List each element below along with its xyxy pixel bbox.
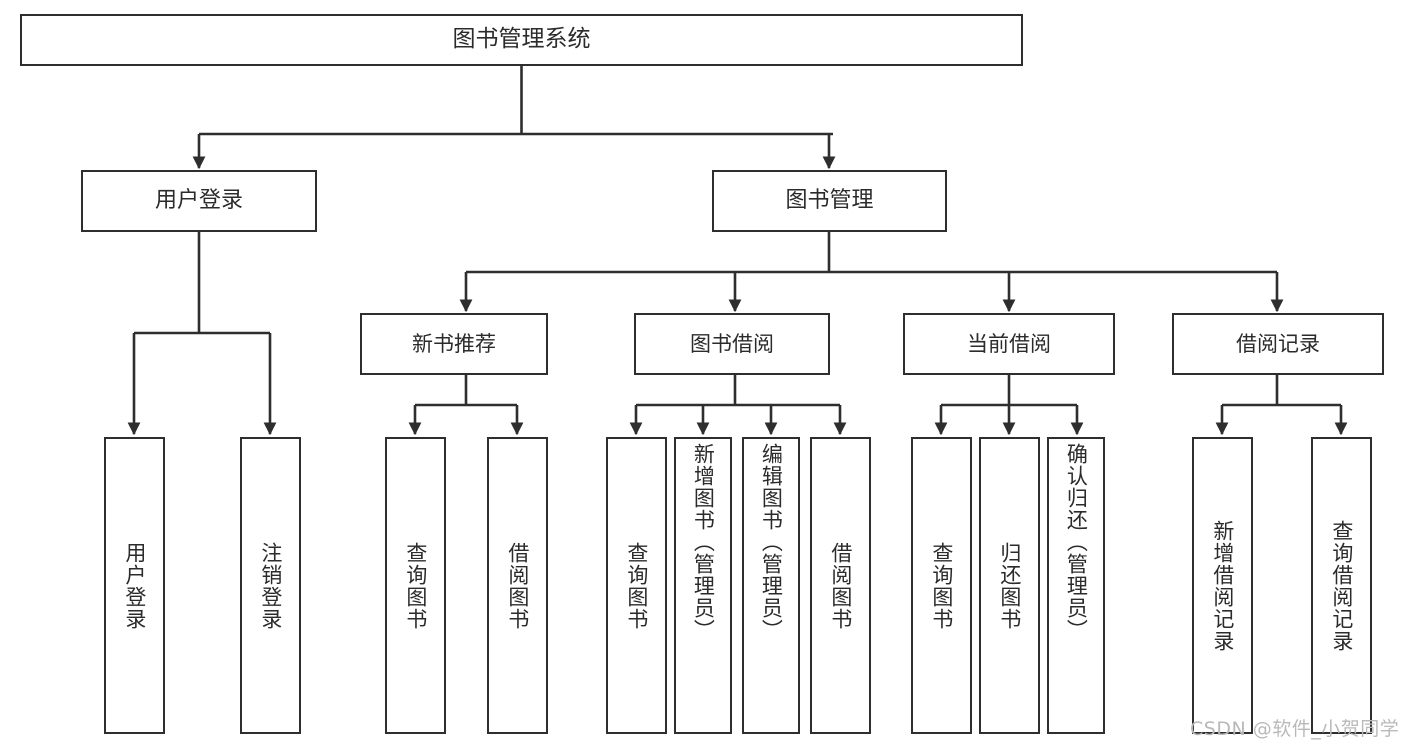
node-leaf-return-book[interactable]: 归还图书 (979, 437, 1040, 734)
node-label: 图书借阅 (690, 331, 774, 356)
node-label: 图书管理 (785, 188, 874, 214)
node-label: 编辑图书（管理员） (759, 443, 784, 641)
node-book-borrow[interactable]: 图书借阅 (634, 313, 830, 375)
node-label: 查询图书 (624, 541, 649, 630)
node-label: 借阅记录 (1236, 331, 1320, 356)
node-label: 借阅图书 (505, 541, 530, 630)
node-label: 新书推荐 (412, 331, 496, 356)
node-label: 查询图书 (403, 541, 428, 630)
node-label: 新增借阅记录 (1210, 519, 1235, 652)
node-label: 确认归还（管理员） (1064, 443, 1089, 641)
node-leaf-query-borrow-record[interactable]: 查询借阅记录 (1311, 437, 1372, 734)
node-label: 查询借阅记录 (1329, 519, 1354, 652)
node-user-login[interactable]: 用户登录 (81, 170, 317, 232)
node-leaf-add-borrow-record[interactable]: 新增借阅记录 (1192, 437, 1253, 734)
node-current-borrow[interactable]: 当前借阅 (903, 313, 1115, 375)
node-label: 当前借阅 (967, 331, 1051, 356)
node-leaf-borrow-book-2[interactable]: 借阅图书 (810, 437, 871, 734)
node-label: 借阅图书 (828, 541, 853, 630)
node-label: 查询图书 (929, 541, 954, 630)
node-borrow-record[interactable]: 借阅记录 (1172, 313, 1384, 375)
node-label: 注销登录 (258, 541, 283, 630)
node-label: 用户登录 (122, 541, 147, 630)
node-leaf-add-book[interactable]: 新增图书（管理员） (674, 437, 732, 734)
node-label: 用户登录 (154, 188, 243, 214)
node-leaf-query-book-1[interactable]: 查询图书 (385, 437, 446, 734)
node-label: 图书管理系统 (452, 26, 591, 53)
watermark-text: CSDN @软件_小贺同学 (1190, 718, 1400, 740)
node-leaf-logout-login[interactable]: 注销登录 (240, 437, 301, 734)
node-root-book-management-system[interactable]: 图书管理系统 (20, 14, 1023, 66)
node-leaf-edit-book[interactable]: 编辑图书（管理员） (742, 437, 800, 734)
node-leaf-user-login[interactable]: 用户登录 (104, 437, 165, 734)
node-leaf-confirm-return[interactable]: 确认归还（管理员） (1047, 437, 1105, 734)
node-label: 新增图书（管理员） (691, 443, 716, 641)
node-book-management[interactable]: 图书管理 (712, 170, 947, 232)
node-leaf-borrow-book-1[interactable]: 借阅图书 (487, 437, 548, 734)
node-label: 归还图书 (997, 541, 1022, 630)
csdn-watermark: CSDN @软件_小贺同学 (1190, 714, 1399, 741)
node-leaf-query-book-3[interactable]: 查询图书 (911, 437, 972, 734)
node-new-book-recommend[interactable]: 新书推荐 (360, 313, 548, 375)
node-leaf-query-book-2[interactable]: 查询图书 (606, 437, 667, 734)
